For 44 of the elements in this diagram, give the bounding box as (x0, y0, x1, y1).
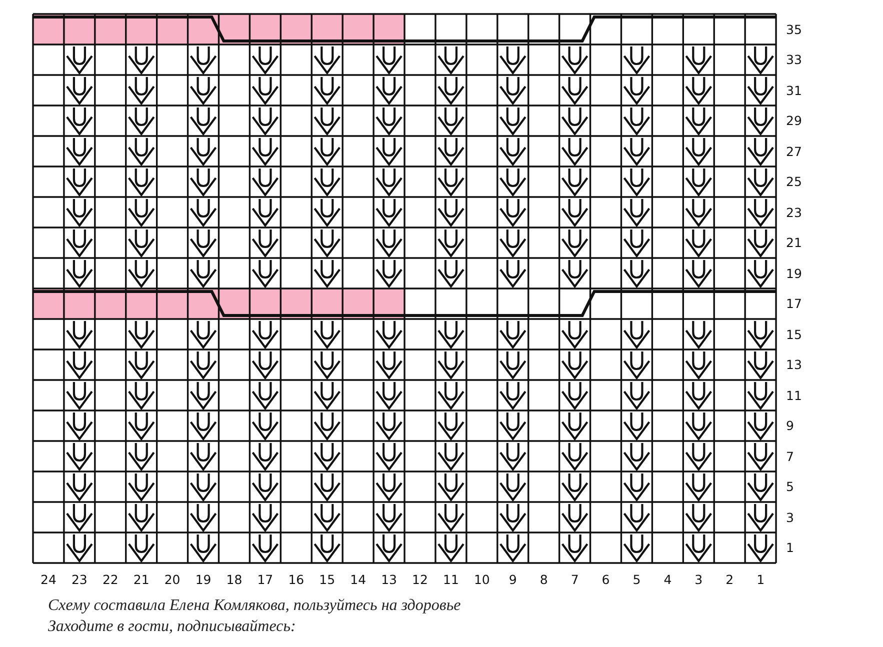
row-number: 25 (786, 174, 802, 190)
row-number: 5 (786, 479, 794, 494)
column-number: 23 (71, 572, 88, 587)
column-number: 12 (412, 572, 428, 587)
row-number: 27 (786, 144, 802, 159)
row-number: 19 (786, 266, 802, 281)
column-number: 4 (664, 572, 672, 587)
row-number: 1 (786, 540, 794, 556)
column-number: 5 (632, 572, 641, 587)
row-number: 29 (786, 113, 802, 128)
column-number: 15 (319, 572, 336, 587)
column-number: 21 (133, 572, 150, 587)
column-number: 20 (164, 572, 180, 587)
column-number: 13 (381, 572, 397, 587)
row-number: 9 (786, 418, 794, 434)
column-number: 2 (726, 572, 734, 587)
row-number: 7 (786, 448, 794, 464)
column-number: 19 (195, 572, 212, 587)
column-number: 1 (756, 572, 765, 587)
column-number: 8 (540, 572, 548, 587)
row-number: 15 (786, 326, 802, 342)
row-number: 33 (786, 52, 802, 68)
credit-note: Схему составила Елена Комлякова, пользуйтесь на здоровье (48, 596, 461, 615)
column-number: 11 (443, 572, 459, 587)
column-number: 6 (602, 572, 610, 587)
column-number: 22 (102, 572, 118, 587)
row-number: 21 (786, 235, 802, 250)
row-number: 3 (786, 510, 794, 525)
column-number: 24 (40, 572, 56, 587)
column-number: 17 (257, 572, 274, 587)
column-number: 18 (226, 572, 242, 587)
column-number: 14 (350, 572, 366, 587)
row-number: 11 (786, 388, 802, 403)
column-number: 9 (508, 572, 517, 587)
credit-note: Заходите в гости, подписывайтесь: (48, 617, 296, 636)
row-number: 31 (786, 82, 802, 98)
row-number: 17 (786, 296, 802, 312)
column-number: 10 (474, 572, 490, 587)
column-number: 3 (694, 572, 703, 587)
column-number: 16 (288, 572, 304, 587)
row-number: 35 (786, 22, 802, 37)
row-number: 23 (786, 204, 802, 220)
column-number: 7 (570, 572, 579, 587)
row-number: 13 (786, 357, 802, 372)
